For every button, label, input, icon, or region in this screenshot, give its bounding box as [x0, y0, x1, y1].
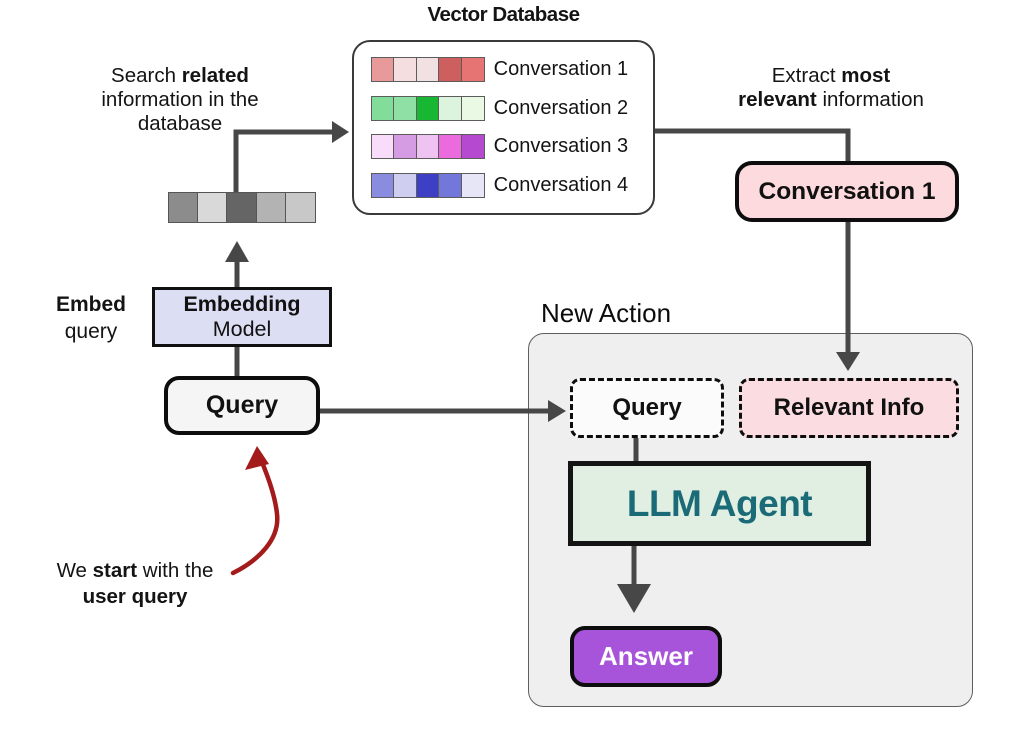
conversation-label: Conversation 2	[493, 96, 629, 119]
conversation-row: Conversation 4	[371, 172, 653, 198]
vector-cell	[197, 192, 229, 223]
conversation-label: Conversation 1	[493, 58, 629, 81]
start-arrowhead-icon	[245, 446, 269, 470]
embedding-strip	[371, 172, 485, 198]
vector-cell	[460, 134, 485, 160]
vector-cell	[371, 57, 395, 83]
conversation-label: Conversation 4	[493, 173, 629, 196]
vector-cell	[393, 95, 418, 121]
llm-agent-box: LLM Agent	[568, 461, 871, 546]
vector-cell	[460, 95, 485, 121]
embedding-strip	[371, 95, 485, 121]
action-query-box: Query	[570, 378, 724, 438]
vector-cell	[371, 172, 395, 198]
vector-cell	[460, 57, 485, 83]
extract-annotation: Extract most relevant information	[738, 64, 924, 111]
vector-cell	[438, 172, 463, 198]
vector-cell	[168, 192, 199, 223]
conversation-row: Conversation 3	[371, 134, 653, 160]
vector-cell	[226, 192, 258, 223]
vector-cell	[415, 95, 440, 121]
db-to-conversation1-line	[654, 128, 851, 164]
vector-cell	[371, 95, 395, 121]
embedding-strip	[371, 57, 485, 83]
embedding-strip	[371, 134, 485, 160]
vector-cell	[460, 172, 485, 198]
vector-cell	[438, 134, 463, 160]
query-embedding-vector	[168, 192, 316, 223]
vector-cell	[393, 134, 418, 160]
embed-annotation: Embed query	[55, 293, 126, 343]
vector-cell	[438, 57, 463, 83]
vector-cell	[255, 192, 287, 223]
vector-cell	[438, 95, 463, 121]
vector-cell	[415, 172, 440, 198]
vector-arrowhead-icon	[225, 241, 249, 262]
search-arrow-line	[233, 129, 332, 196]
vector-cell	[415, 57, 440, 83]
vector-cell	[284, 192, 316, 223]
start-annotation: We start with the user query	[56, 559, 214, 608]
vector-cell	[393, 57, 418, 83]
relevant-info-box: Relevant Info	[739, 378, 959, 438]
answer-box: Answer	[570, 626, 722, 687]
conversation-row: Conversation 1	[371, 57, 653, 83]
query-box: Query	[164, 376, 320, 435]
vector-cell	[415, 134, 440, 160]
start-annotation-arrow	[230, 454, 280, 576]
conversation1-result-box: Conversation 1	[735, 161, 959, 222]
new-action-label: New Action	[541, 298, 672, 328]
conversation-row: Conversation 2	[371, 95, 653, 121]
vector-database-title: Vector Database	[427, 3, 580, 26]
embedding-model-box: Embedding Model	[152, 287, 332, 347]
vector-cell	[393, 172, 418, 198]
search-arrowhead-icon	[332, 121, 349, 143]
search-annotation: Search related information in the databa…	[101, 64, 259, 135]
vector-database-box: Conversation 1 Conversation 2 Conversati…	[352, 40, 655, 215]
vector-cell	[371, 134, 395, 160]
conversation-label: Conversation 3	[493, 135, 629, 158]
